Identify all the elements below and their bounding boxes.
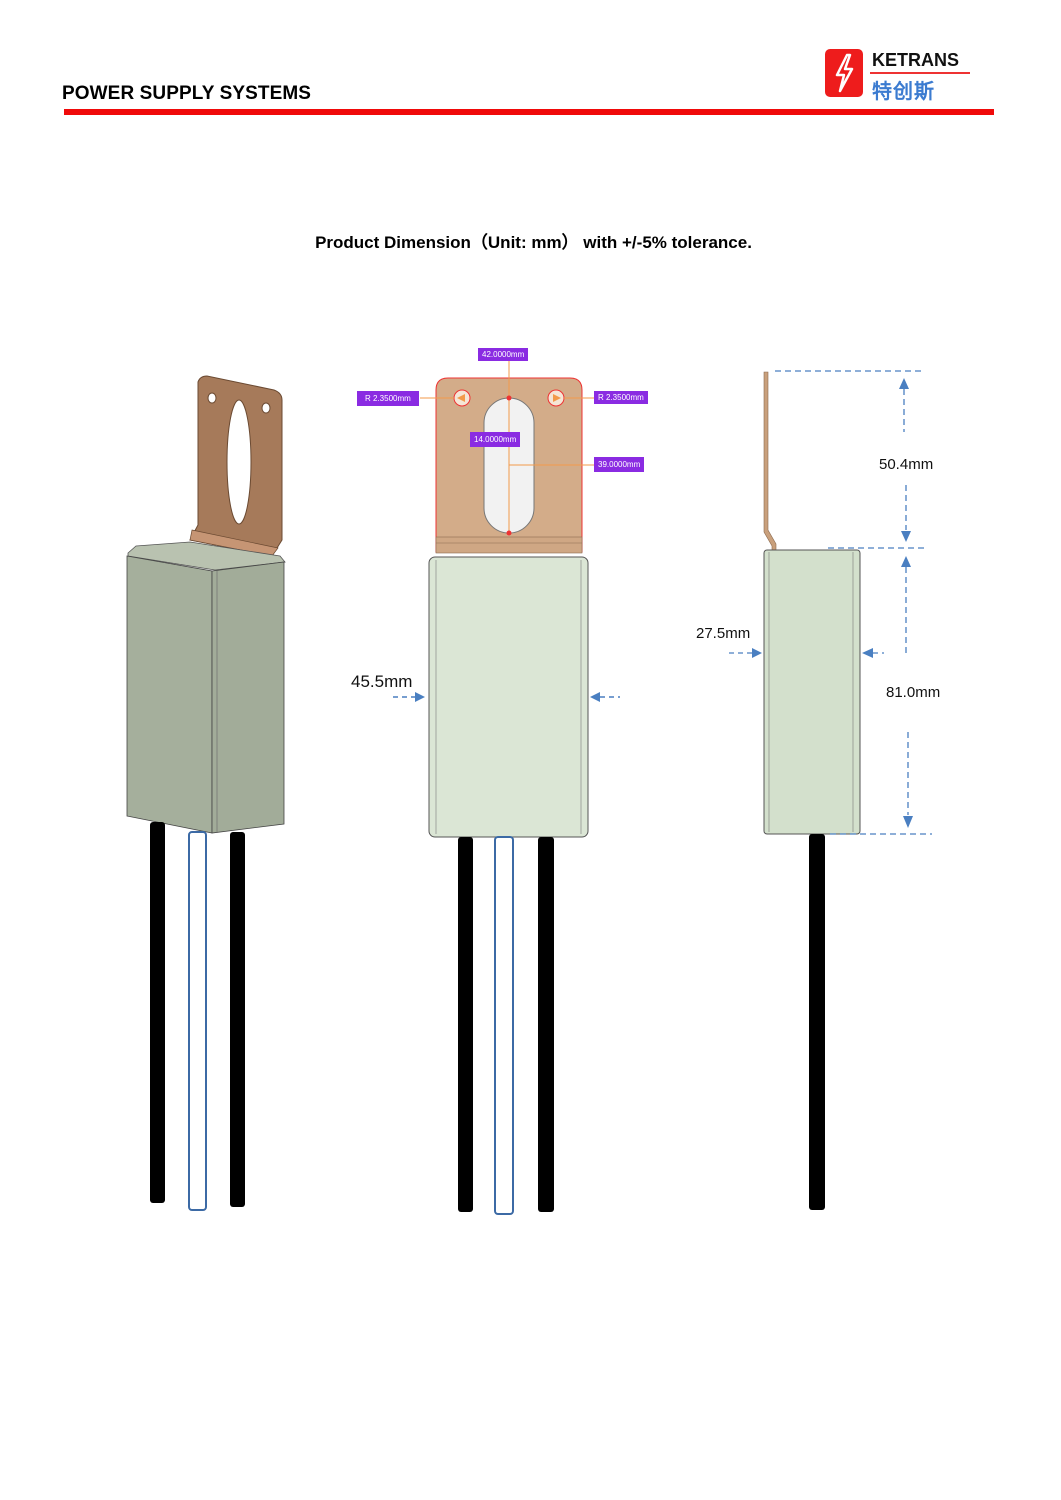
brand-underline bbox=[870, 72, 970, 74]
brand-name-en: KETRANS bbox=[872, 50, 960, 70]
header-divider bbox=[64, 109, 994, 115]
body-depth-label: 27.5mm bbox=[696, 625, 751, 642]
left-hole-radius-tag: R 2.3500mm bbox=[357, 391, 419, 406]
brand-name-cn: 特创斯 bbox=[872, 81, 935, 103]
bracket-width-tag: 42.0000mm bbox=[478, 348, 529, 361]
isometric-view bbox=[126, 375, 286, 1211]
front-view bbox=[393, 360, 620, 1215]
brand-logo-icon bbox=[825, 49, 863, 97]
right-hole-radius-tag: R 2.3500mm bbox=[594, 391, 648, 404]
side-view bbox=[729, 370, 932, 1210]
body-height-label: 81.0mm bbox=[886, 684, 941, 701]
page-heading: Product Dimension（Unit: mm） with +/-5% t… bbox=[315, 233, 752, 252]
body-width-label: 45.5mm bbox=[351, 672, 413, 691]
slot-width-tag: 14.0000mm bbox=[470, 432, 521, 447]
bracket-height-label: 50.4mm bbox=[879, 456, 934, 473]
lightning-bolt-icon bbox=[835, 53, 854, 93]
section-title: POWER SUPPLY SYSTEMS bbox=[62, 83, 312, 104]
slot-length-tag: 39.0000mm bbox=[594, 457, 645, 472]
